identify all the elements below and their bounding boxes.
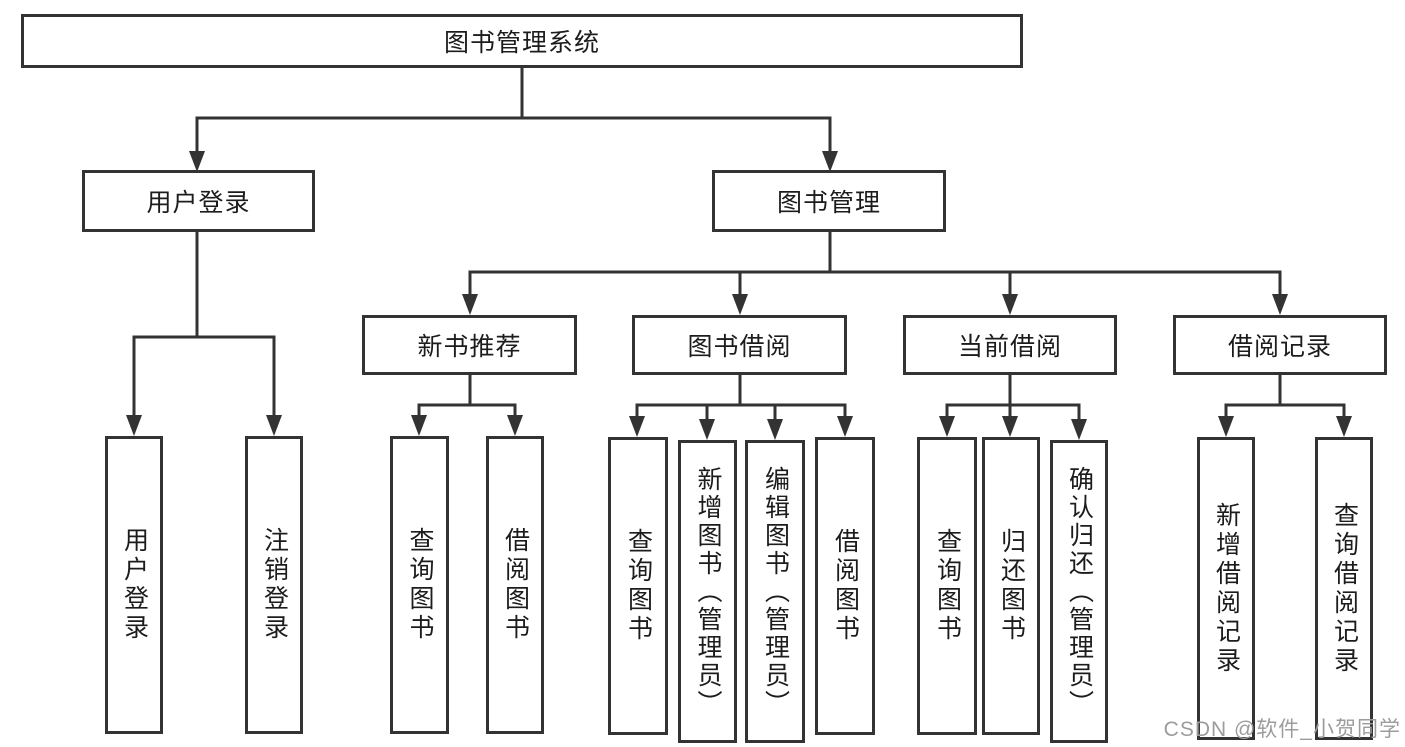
leaf-borrow-query-book-label: 查询图书 (624, 528, 653, 644)
leaf-recommend-borrow-book-label: 借阅图书 (501, 527, 530, 643)
node-current-borrow-label: 当前借阅 (957, 333, 1062, 361)
node-borrow-records: 借阅记录 (1173, 315, 1387, 375)
node-root: 图书管理系统 (21, 14, 1023, 68)
leaf-confirm-return-admin-label: 确认归还（管理员） (1065, 465, 1094, 718)
leaf-query-borrow-record: 查询借阅记录 (1315, 437, 1373, 740)
leaf-user-login: 用户登录 (105, 436, 163, 734)
leaf-add-book-admin: 新增图书（管理员） (678, 440, 737, 743)
leaf-recommend-borrow-book: 借阅图书 (486, 436, 544, 734)
leaf-edit-book-admin-label: 编辑图书（管理员） (761, 465, 790, 718)
node-root-label: 图书管理系统 (443, 29, 600, 57)
leaf-edit-book-admin: 编辑图书（管理员） (745, 440, 805, 743)
node-book-borrow: 图书借阅 (632, 315, 847, 375)
leaf-current-query-book-label: 查询图书 (933, 528, 962, 644)
leaf-query-borrow-record-label: 查询借阅记录 (1330, 501, 1359, 676)
node-book-management-label: 图书管理 (776, 189, 881, 217)
leaf-return-book: 归还图书 (982, 437, 1040, 735)
node-new-book-recommend: 新书推荐 (362, 315, 577, 375)
leaf-current-query-book: 查询图书 (917, 437, 977, 735)
node-new-book-recommend-label: 新书推荐 (417, 333, 522, 361)
watermark: CSDN @软件_小贺同学 (1163, 718, 1401, 741)
leaf-logout-label: 注销登录 (260, 527, 289, 643)
leaf-confirm-return-admin: 确认归还（管理员） (1050, 440, 1108, 743)
leaf-add-borrow-record-label: 新增借阅记录 (1212, 501, 1241, 676)
leaf-return-book-label: 归还图书 (997, 528, 1026, 644)
leaf-recommend-query-book: 查询图书 (390, 436, 449, 734)
leaf-recommend-query-book-label: 查询图书 (406, 527, 434, 643)
node-borrow-records-label: 借阅记录 (1227, 333, 1332, 361)
leaf-borrow-borrow-book-label: 借阅图书 (831, 528, 860, 644)
node-user-login: 用户登录 (82, 170, 315, 232)
node-book-borrow-label: 图书借阅 (687, 333, 792, 361)
leaf-logout: 注销登录 (245, 436, 303, 734)
node-book-management: 图书管理 (712, 170, 946, 232)
leaf-borrow-query-book: 查询图书 (608, 437, 668, 735)
node-current-borrow: 当前借阅 (903, 315, 1117, 375)
leaf-add-borrow-record: 新增借阅记录 (1197, 437, 1255, 740)
node-user-login-label: 用户登录 (146, 189, 251, 217)
leaf-user-login-label: 用户登录 (120, 527, 149, 643)
leaf-borrow-borrow-book: 借阅图书 (815, 437, 875, 735)
leaf-add-book-admin-label: 新增图书（管理员） (694, 465, 722, 718)
